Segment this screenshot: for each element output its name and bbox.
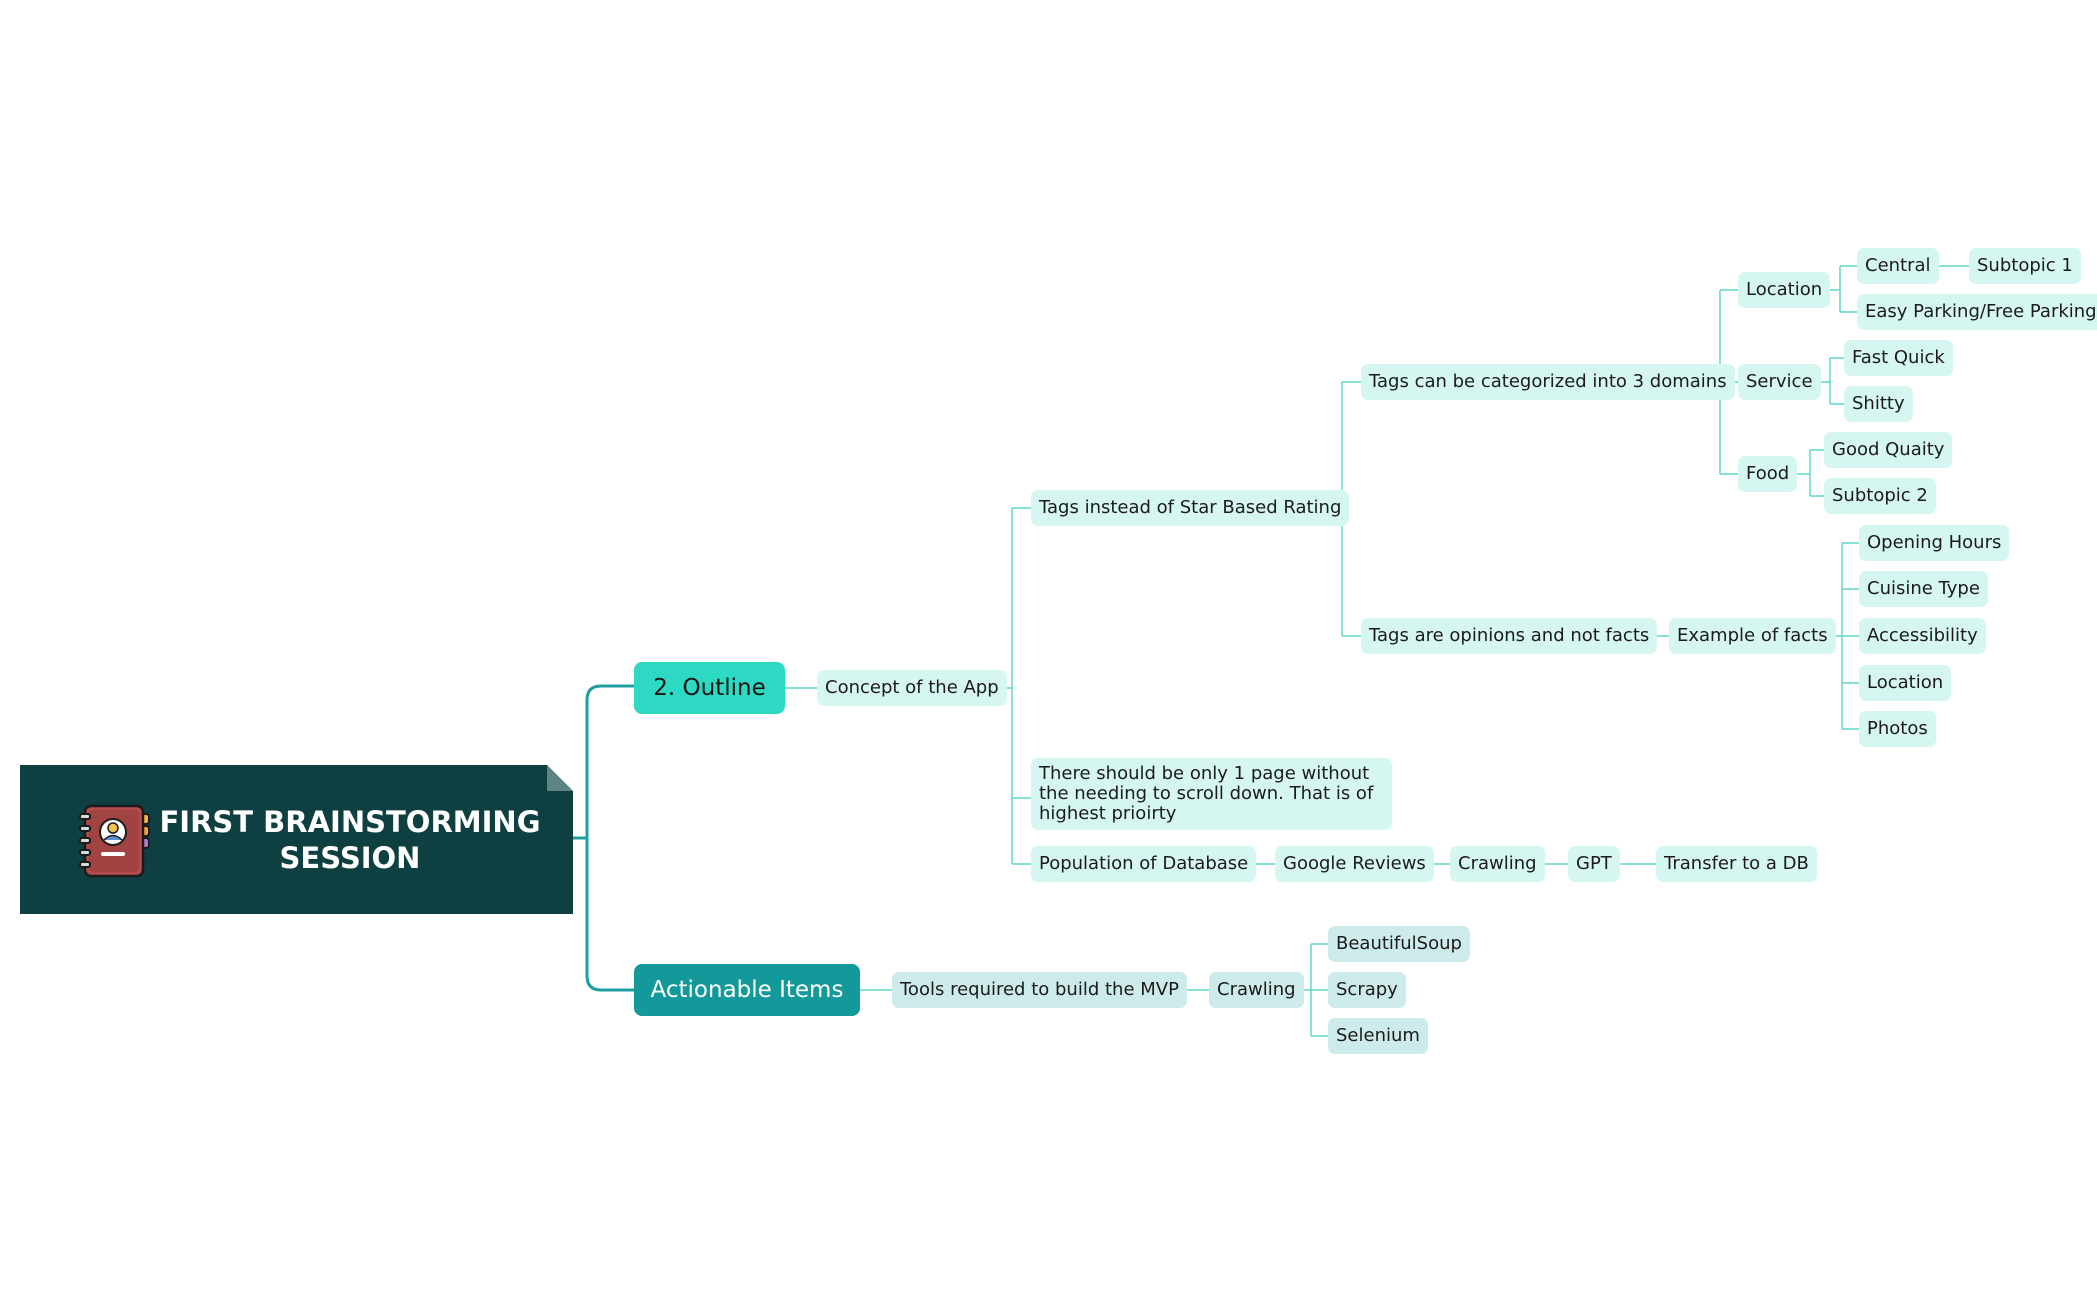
connector-root-outline xyxy=(573,684,634,840)
subtopic-tags-instead-of-stars[interactable]: Tags instead of Star Based Rating xyxy=(1031,490,1350,526)
subtopic-service[interactable]: Service xyxy=(1738,364,1821,400)
subtopic-one-page-note[interactable]: There should be only 1 page without the … xyxy=(1031,758,1392,830)
subtopic-opening-hours[interactable]: Opening Hours xyxy=(1859,525,2010,561)
page-fold-shadow xyxy=(547,765,573,791)
subtopic-food[interactable]: Food xyxy=(1738,456,1798,492)
topic-actionable-items[interactable]: Actionable Items xyxy=(634,964,860,1016)
subtopic-transfer-to-db[interactable]: Transfer to a DB xyxy=(1656,846,1817,882)
subtopic-central[interactable]: Central xyxy=(1857,248,1939,284)
subtopic-tags-opinions[interactable]: Tags are opinions and not facts xyxy=(1361,618,1658,654)
subtopic-crawling-tools[interactable]: Crawling xyxy=(1209,972,1304,1008)
subtopic-accessibility[interactable]: Accessibility xyxy=(1859,618,1986,654)
subtopic-selenium[interactable]: Selenium xyxy=(1328,1018,1428,1054)
subtopic-easy-parking[interactable]: Easy Parking/Free Parking xyxy=(1857,294,2097,330)
subtopic-fact-location[interactable]: Location xyxy=(1859,665,1952,701)
subtopic-google-reviews[interactable]: Google Reviews xyxy=(1275,846,1434,882)
subtopic-scrapy[interactable]: Scrapy xyxy=(1328,972,1406,1008)
subtopic-concept-of-the-app[interactable]: Concept of the App xyxy=(817,670,1007,706)
subtopic-cuisine-type[interactable]: Cuisine Type xyxy=(1859,571,1988,607)
subtopic-subtopic-2[interactable]: Subtopic 2 xyxy=(1824,478,1936,514)
notebook-icon xyxy=(79,804,150,878)
subtopic-gpt[interactable]: GPT xyxy=(1568,846,1620,882)
subtopic-subtopic-1[interactable]: Subtopic 1 xyxy=(1969,248,2081,284)
subtopic-shitty[interactable]: Shitty xyxy=(1844,386,1913,422)
topic-outline[interactable]: 2. Outline xyxy=(634,662,785,714)
subtopic-fast-quick[interactable]: Fast Quick xyxy=(1844,340,1953,376)
subtopic-good-quaity[interactable]: Good Quaity xyxy=(1824,432,1953,468)
subtopic-example-of-facts[interactable]: Example of facts xyxy=(1669,618,1836,654)
subtopic-tools-required[interactable]: Tools required to build the MVP xyxy=(892,972,1187,1008)
subtopic-tags-categorized[interactable]: Tags can be categorized into 3 domains xyxy=(1361,364,1735,400)
subtopic-beautifulsoup[interactable]: BeautifulSoup xyxy=(1328,926,1470,962)
root-topic[interactable]: FIRST BRAINSTORMING SESSION xyxy=(20,765,573,914)
subtopic-crawling[interactable]: Crawling xyxy=(1450,846,1545,882)
root-title: FIRST BRAINSTORMING SESSION xyxy=(159,804,541,875)
subtopic-population-of-database[interactable]: Population of Database xyxy=(1031,846,1257,882)
subtopic-photos[interactable]: Photos xyxy=(1859,711,1936,747)
subtopic-location[interactable]: Location xyxy=(1738,272,1831,308)
connector-root-actions xyxy=(585,838,634,992)
